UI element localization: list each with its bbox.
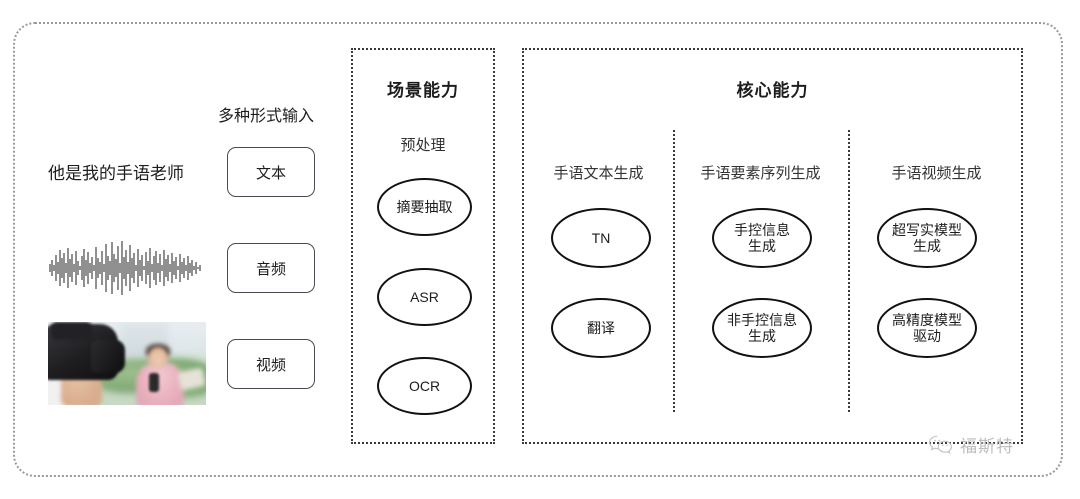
scene-node-ocr[interactable]: OCR xyxy=(377,357,472,415)
core-column-heading-video: 手语视频生成 xyxy=(891,165,982,182)
core-node-tn[interactable]: TN xyxy=(551,208,651,268)
input-modality-text[interactable]: 文本 xyxy=(227,147,315,197)
sample-input-text: 他是我的手语老师 xyxy=(48,164,184,183)
scene-node-summary[interactable]: 摘要抽取 xyxy=(377,178,472,236)
core-column-divider-1 xyxy=(673,130,675,412)
scene-panel-title: 场景能力 xyxy=(387,81,459,100)
input-section-title: 多种形式输入 xyxy=(218,108,315,125)
outer-dotted-frame xyxy=(13,22,1063,477)
core-capability-panel: 核心能力 手语文本生成 TN 翻译 手语要素序列生成 手控信息生成 非手控信息生… xyxy=(522,48,1023,444)
core-node-highprecision-driving[interactable]: 高精度模型驱动 xyxy=(877,298,977,358)
core-node-nonmanual-info[interactable]: 非手控信息生成 xyxy=(712,298,812,358)
core-panel-title: 核心能力 xyxy=(736,81,809,100)
core-node-translate[interactable]: 翻译 xyxy=(551,298,651,358)
input-modality-audio[interactable]: 音频 xyxy=(227,243,315,293)
core-column-divider-2 xyxy=(848,130,850,412)
core-column-heading-text: 手语文本生成 xyxy=(553,165,644,182)
watermark: 福斯特 xyxy=(928,432,1014,457)
input-modality-video[interactable]: 视频 xyxy=(227,339,315,389)
watermark-text: 福斯特 xyxy=(960,437,1014,456)
audio-waveform-icon xyxy=(46,238,206,298)
scene-group-heading: 预处理 xyxy=(400,137,446,154)
scene-capability-panel: 场景能力 预处理 摘要抽取 ASR OCR xyxy=(351,48,495,444)
core-node-photoreal-model[interactable]: 超写实模型生成 xyxy=(877,208,977,268)
video-thumbnail-image xyxy=(48,322,206,405)
core-node-manual-info[interactable]: 手控信息生成 xyxy=(712,208,812,268)
wechat-icon xyxy=(928,434,954,456)
core-column-heading-elements: 手语要素序列生成 xyxy=(700,165,821,182)
scene-node-asr[interactable]: ASR xyxy=(377,268,472,326)
